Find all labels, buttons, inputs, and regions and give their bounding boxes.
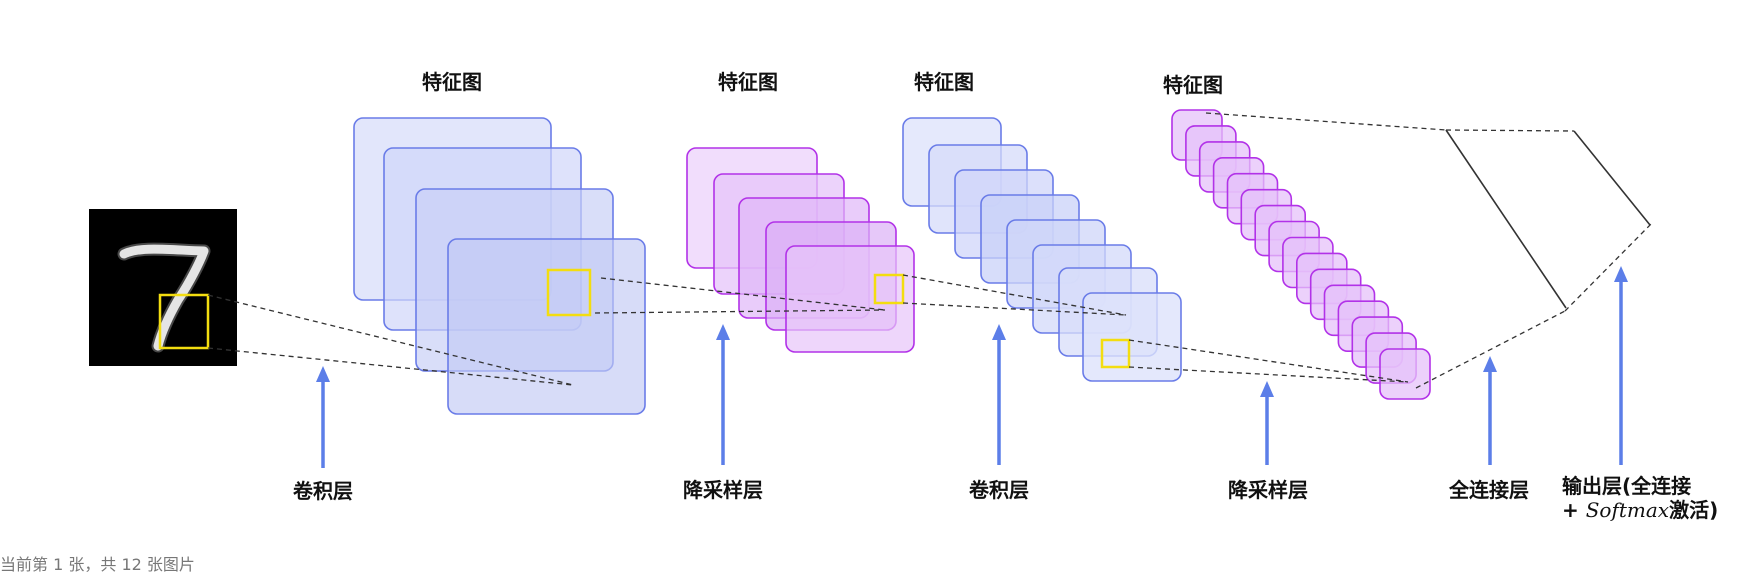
input-image bbox=[89, 209, 237, 366]
output-layer-label: 输出层(全连接 + Softmax激活) bbox=[1562, 474, 1718, 522]
projection-lines bbox=[207, 112, 1653, 389]
arrow-up-icon bbox=[1260, 381, 1274, 397]
pool2-feature-map bbox=[1379, 348, 1431, 400]
output-softmax: Softmax bbox=[1585, 498, 1670, 522]
receptive-field-box bbox=[158, 293, 210, 350]
conv1-feature-maps bbox=[353, 117, 646, 415]
conv1-highlight-box bbox=[546, 268, 592, 317]
feature-map-label-1: 特征图 bbox=[422, 70, 482, 94]
pool1-highlight-box bbox=[873, 273, 905, 305]
output-suffix: 激活) bbox=[1669, 498, 1719, 522]
arrow-up-icon bbox=[1614, 266, 1628, 282]
output-plus: + bbox=[1562, 498, 1586, 522]
feature-map-label-2: 特征图 bbox=[718, 70, 778, 94]
fc-layer-label: 全连接层 bbox=[1449, 478, 1529, 502]
conv2-highlight-box bbox=[1100, 338, 1131, 369]
conv-layer-label-2: 卷积层 bbox=[969, 478, 1029, 502]
feature-map-label-3: 特征图 bbox=[914, 70, 974, 94]
layer-arrows bbox=[316, 266, 1628, 468]
fc-solid-lines bbox=[1445, 129, 1651, 309]
pool-layer-label-1: 降采样层 bbox=[683, 478, 763, 502]
output-layer-line2: + Softmax激活) bbox=[1562, 498, 1718, 522]
arrow-up-icon bbox=[1483, 356, 1497, 372]
arrow-up-icon bbox=[992, 324, 1006, 340]
pool-layer-label-2: 降采样层 bbox=[1228, 478, 1308, 502]
feature-map-label-4: 特征图 bbox=[1163, 73, 1223, 97]
pool2-feature-maps bbox=[1171, 109, 1431, 400]
conv-layer-label-1: 卷积层 bbox=[293, 479, 353, 503]
digit-seven-stroke bbox=[119, 244, 209, 351]
arrow-up-icon bbox=[716, 324, 730, 340]
output-layer-line1: 输出层(全连接 bbox=[1562, 474, 1692, 498]
pool1-feature-maps bbox=[686, 147, 915, 353]
arrow-up-icon bbox=[316, 366, 330, 382]
footer-page-status: 当前第 1 张，共 12 张图片 bbox=[0, 555, 195, 574]
